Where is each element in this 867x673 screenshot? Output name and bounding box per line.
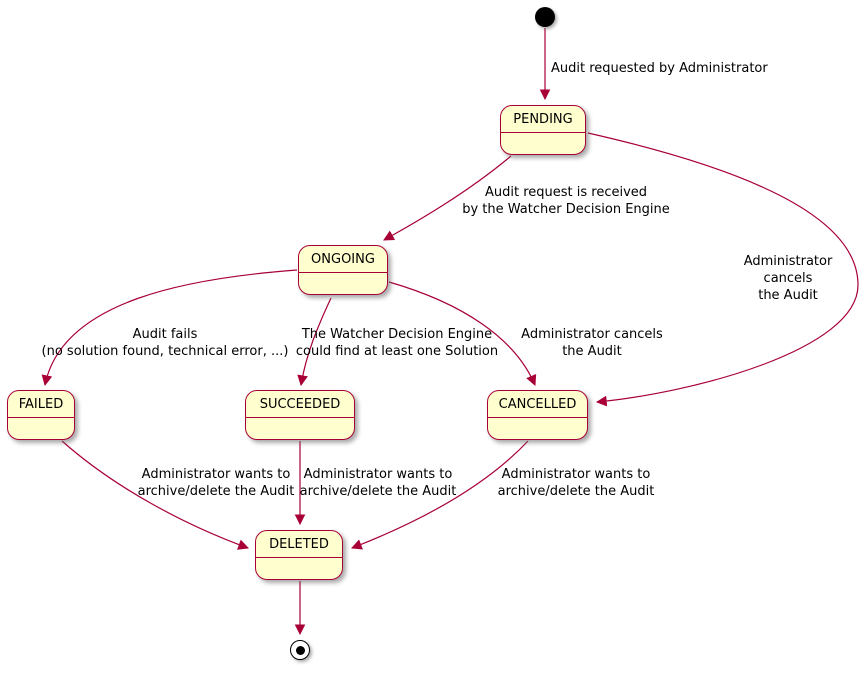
label-pending-to-cancelled: Administrator cancels the Audit xyxy=(743,254,833,303)
state-ongoing: ONGOING xyxy=(298,245,388,295)
state-deleted: DELETED xyxy=(255,530,343,580)
state-cancelled-body xyxy=(488,418,587,439)
label-succeeded-to-deleted: Administrator wants to archive/delete th… xyxy=(299,467,457,499)
label-ongoing-to-failed: Audit fails (no solution found, technica… xyxy=(41,327,289,359)
state-ongoing-body xyxy=(299,273,387,294)
state-pending-label: PENDING xyxy=(501,106,585,133)
state-failed-label: FAILED xyxy=(8,391,74,418)
state-deleted-label: DELETED xyxy=(256,531,342,558)
state-succeeded: SUCCEEDED xyxy=(245,390,355,440)
final-state-icon xyxy=(290,640,310,660)
state-failed-body xyxy=(8,418,74,439)
state-cancelled-label: CANCELLED xyxy=(488,391,587,418)
label-pending-to-ongoing: Audit request is received by the Watcher… xyxy=(462,185,670,217)
state-cancelled: CANCELLED xyxy=(487,390,588,440)
label-ongoing-to-succeeded: The Watcher Decision Engine could find a… xyxy=(295,327,499,359)
label-ongoing-to-cancelled: Administrator cancels the Audit xyxy=(521,327,663,359)
label-cancelled-to-deleted: Administrator wants to archive/delete th… xyxy=(497,467,655,499)
label-init-to-pending: Audit requested by Administrator xyxy=(551,61,768,76)
state-pending-body xyxy=(501,133,585,154)
initial-state-icon xyxy=(535,7,555,27)
state-deleted-body xyxy=(256,558,342,579)
state-pending: PENDING xyxy=(500,105,586,155)
state-failed: FAILED xyxy=(7,390,75,440)
label-failed-to-deleted: Administrator wants to archive/delete th… xyxy=(137,467,295,499)
state-succeeded-label: SUCCEEDED xyxy=(246,391,354,418)
final-state-dot xyxy=(295,645,305,655)
state-succeeded-body xyxy=(246,418,354,439)
state-ongoing-label: ONGOING xyxy=(299,246,387,273)
